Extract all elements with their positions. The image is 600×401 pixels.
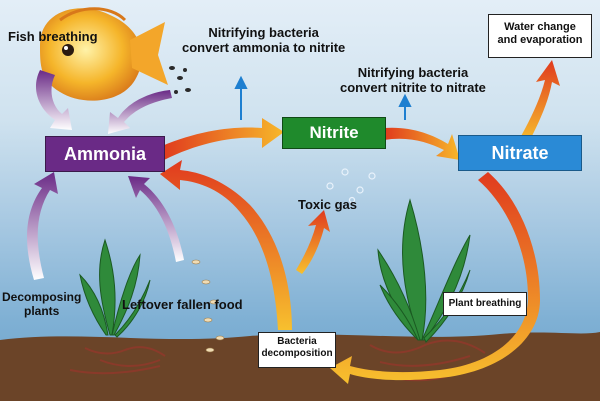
left-plant xyxy=(79,238,151,338)
arrow-ammonia-to-nitrite xyxy=(162,118,284,160)
plant-breathing-box: Plant breathing xyxy=(443,292,527,316)
arrow-food-to-ammonia xyxy=(128,176,184,262)
arrow-decomposition-to-nitrite xyxy=(296,210,330,274)
ammonia-box: Ammonia xyxy=(45,136,165,172)
arrow-fish-to-ammonia xyxy=(35,70,72,130)
fish-illustration xyxy=(40,7,168,101)
toxic-gas-bubbles xyxy=(326,168,376,204)
nitrite-box: Nitrite xyxy=(282,117,386,149)
leftover-food-label: Leftover fallen food xyxy=(122,297,243,312)
flow-arrows xyxy=(160,60,560,384)
arrow-nitrate-to-water-change xyxy=(520,60,560,144)
bacteria-decomposition-box: Bacteria decomposition xyxy=(258,332,336,368)
arrow-decomposition-to-ammonia xyxy=(160,160,292,330)
fallen-food-particles xyxy=(191,259,225,353)
nitrifying-to-nitrate-label: Nitrifying bacteria convert nitrite to n… xyxy=(340,65,486,95)
fish-breathing-label: Fish breathing xyxy=(8,29,98,44)
water-change-box: Water change and evaporation xyxy=(488,14,592,58)
arrow-nitrite-to-nitrate xyxy=(384,127,460,160)
fish-waste-particles xyxy=(169,66,191,94)
nitrifying-to-nitrite-label: Nitrifying bacteria convert ammonia to n… xyxy=(182,25,346,55)
arrow-waste-to-ammonia xyxy=(108,90,172,134)
decomposing-plants-label: Decomposing plants xyxy=(2,290,82,318)
purple-arrows xyxy=(27,70,184,280)
arrow-plants-to-ammonia xyxy=(27,172,58,280)
nitrate-box: Nitrate xyxy=(458,135,582,171)
right-plant xyxy=(377,198,471,343)
toxic-gas-label: Toxic gas xyxy=(298,197,358,212)
small-up-arrows xyxy=(234,75,412,120)
soil-roots-left xyxy=(69,346,166,375)
